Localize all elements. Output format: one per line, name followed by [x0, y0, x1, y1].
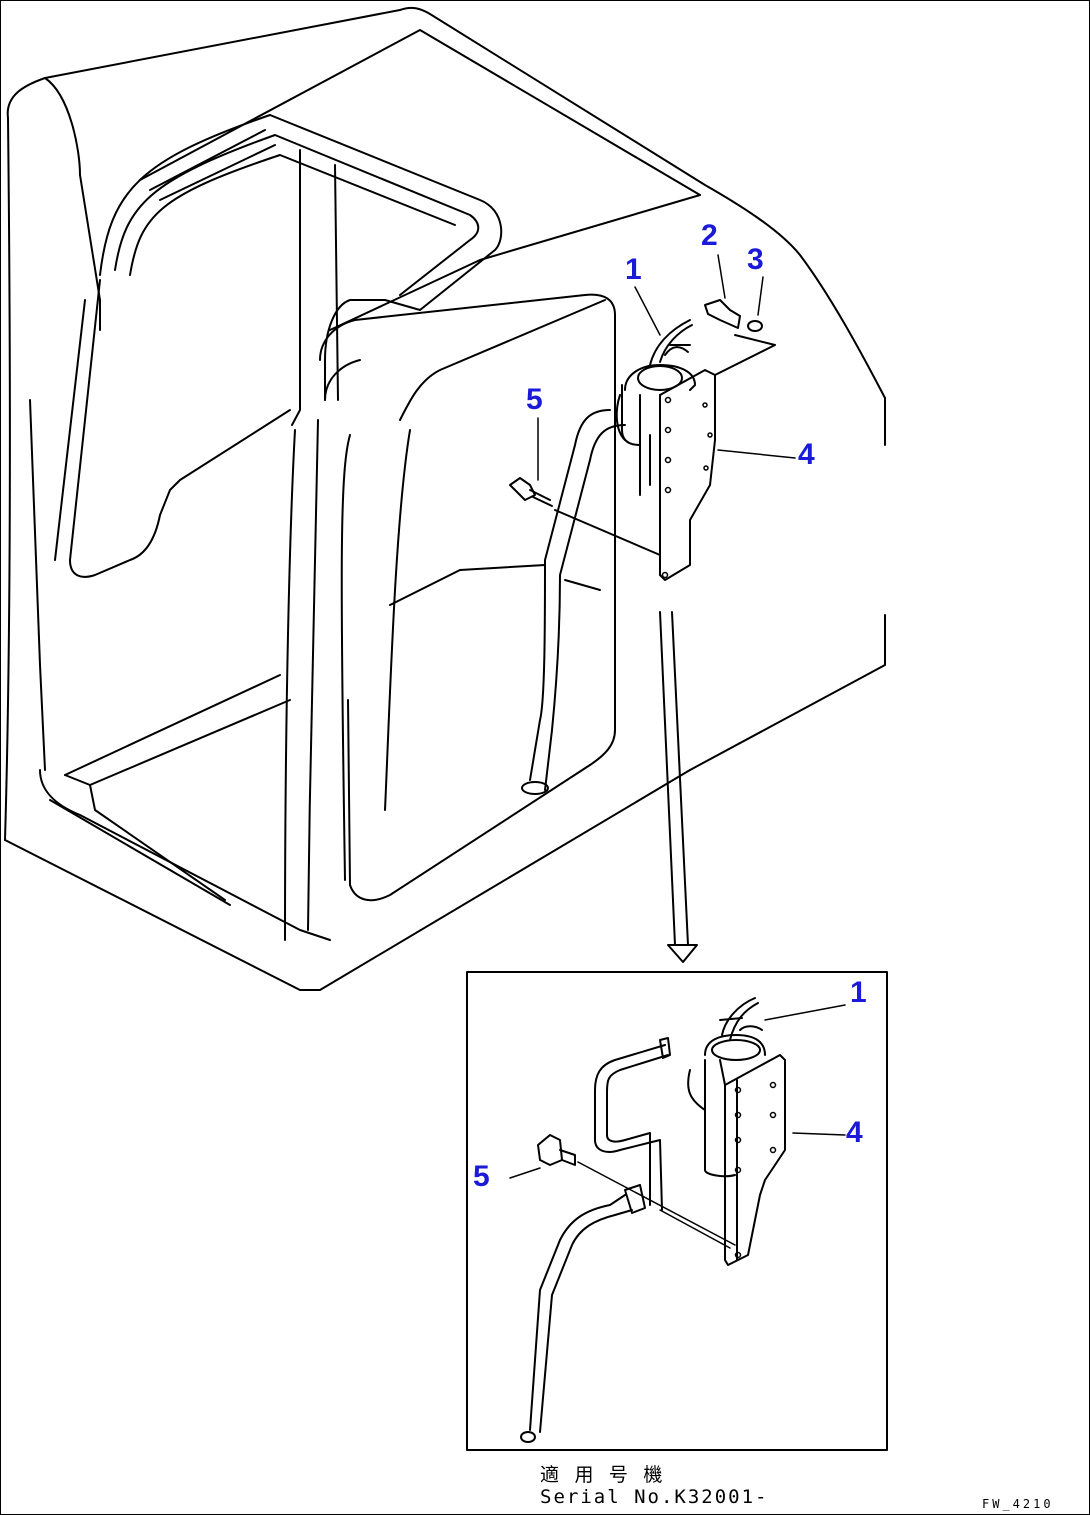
- main-leader-lines: [537, 254, 796, 481]
- callout-main-3: 3: [747, 243, 764, 276]
- detail-leader-lines: [509, 1004, 846, 1179]
- callout-main-5: 5: [526, 383, 543, 416]
- callout-detail-5: 5: [473, 1160, 490, 1193]
- applicable-serial-number: Serial No.K32001-: [540, 1486, 769, 1508]
- front-window-frame: [29, 114, 503, 941]
- callout-main-2: 2: [701, 219, 718, 252]
- callout-main-4: 4: [798, 438, 815, 471]
- callout-detail-4: 4: [846, 1116, 863, 1149]
- detail-inset: [466, 971, 888, 1451]
- callout-main-1: 1: [625, 253, 642, 286]
- main-extinguisher-assembly: [509, 299, 776, 581]
- side-window-frame: [319, 293, 661, 902]
- applicable-serial-heading: 適 用 号 機: [540, 1464, 665, 1486]
- callout-detail-1: 1: [850, 976, 867, 1009]
- cab-body: [4, 6, 886, 991]
- detail-arrow: [659, 611, 698, 963]
- drawing-reference: FW_4210: [982, 1497, 1054, 1511]
